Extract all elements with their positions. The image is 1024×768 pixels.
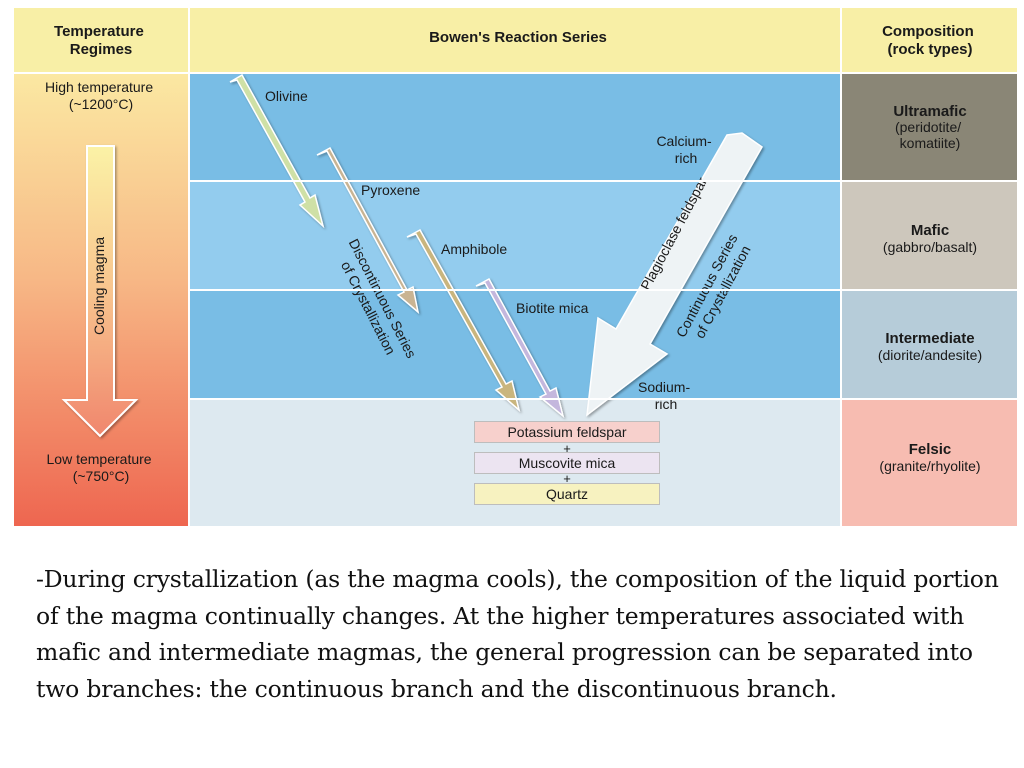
- calcium-rich-label: Calcium- rich: [656, 133, 715, 166]
- composition-felsic-name: Felsic: [909, 441, 952, 458]
- caption-paragraph: -During crystallization (as the magma co…: [36, 565, 999, 703]
- header-temperature-cell: [14, 8, 188, 72]
- biotite-arrow: [475, 277, 565, 419]
- amphibole-arrow: [406, 228, 521, 413]
- composition-mafic: [842, 182, 1017, 289]
- olivine-label: Olivine: [265, 88, 308, 104]
- composition-intermediate: [842, 291, 1017, 398]
- biotite-mica-label: Biotite mica: [516, 300, 589, 316]
- composition-felsic-rocks: (granite/rhyolite): [879, 458, 980, 474]
- pyroxene-arrow: [316, 146, 420, 314]
- high-temperature-label: High temperature (~1200°C): [45, 79, 157, 112]
- composition-ultramafic-name: Ultramafic: [893, 103, 966, 120]
- composition-intermediate-rocks: (diorite/andesite): [878, 347, 982, 363]
- header-temperature-regimes: Temperature Regimes: [54, 23, 148, 58]
- cooling-magma-label: Cooling magma: [91, 237, 107, 335]
- header-composition: Composition (rock types): [882, 23, 978, 58]
- diagram-title: Bowen's Reaction Series: [429, 29, 607, 46]
- composition-ultramafic: [842, 74, 1017, 180]
- bowen-reaction-series-diagram: Temperature Regimes Bowen's Reaction Ser…: [14, 8, 1017, 526]
- amphibole-label: Amphibole: [441, 241, 507, 257]
- plus-sign-2: +: [563, 471, 571, 486]
- header-title-cell: [190, 8, 840, 72]
- divider-row-3: [190, 398, 1017, 400]
- olivine-arrow: [229, 73, 325, 229]
- divider-row-1: [190, 180, 1017, 182]
- potassium-feldspar-box: Potassium feldspar: [474, 421, 660, 443]
- band-mafic: [190, 182, 840, 289]
- composition-mafic-rocks: (gabbro/basalt): [883, 239, 977, 255]
- composition-ultramafic-rocks: (peridotite/ komatiite): [895, 119, 965, 151]
- quartz-box: Quartz: [474, 483, 660, 505]
- composition-felsic: [842, 400, 1017, 526]
- band-intermediate: [190, 291, 840, 398]
- composition-intermediate-name: Intermediate: [885, 330, 974, 347]
- plus-sign-1: +: [563, 441, 571, 456]
- pyroxene-label: Pyroxene: [361, 182, 420, 198]
- plagioclase-arrow: [586, 132, 763, 417]
- divider-left: [188, 8, 190, 526]
- cooling-magma-arrow: [61, 145, 139, 438]
- divider-row-2: [190, 289, 1017, 291]
- muscovite-mica-box: Muscovite mica: [474, 452, 660, 474]
- composition-mafic-name: Mafic: [911, 222, 949, 239]
- header-composition-cell: [842, 8, 1017, 72]
- divider-header: [14, 72, 1017, 74]
- low-temperature-label: Low temperature (~750°C): [47, 451, 156, 484]
- divider-right: [840, 8, 842, 526]
